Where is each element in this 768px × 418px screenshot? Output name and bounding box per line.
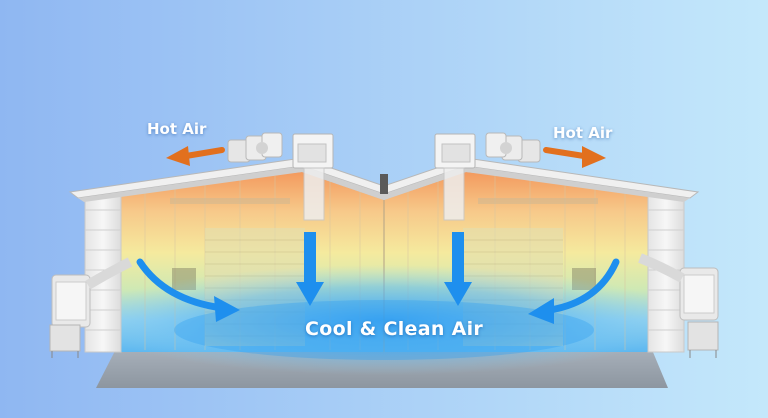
blue-down-arrow-icon bbox=[444, 232, 472, 306]
blue-curved-arrow-icon bbox=[136, 258, 240, 322]
right-wall-panels bbox=[648, 209, 684, 331]
blue-down-arrow-icon bbox=[296, 232, 324, 306]
left-wall-panels bbox=[85, 209, 121, 331]
hot-air-label-left: Hot Air bbox=[147, 120, 207, 138]
hot-air-label-right: Hot Air bbox=[553, 124, 613, 142]
roof-valley-gutter bbox=[380, 174, 388, 194]
roof-underside bbox=[78, 166, 690, 202]
cool-clean-air-label: Cool & Clean Air bbox=[305, 318, 484, 340]
evaporative-cooler-icon bbox=[49, 257, 133, 358]
exhaust-fan-icon bbox=[485, 132, 541, 163]
cool-air-glow bbox=[84, 265, 684, 375]
evaporative-cooler-icon bbox=[292, 133, 334, 221]
orange-arrow-icon bbox=[166, 146, 225, 166]
evaporative-cooler-icon bbox=[638, 253, 719, 358]
orange-arrow-icon bbox=[543, 146, 606, 168]
exhaust-fan-icon bbox=[227, 132, 283, 163]
interior-windows bbox=[170, 198, 598, 204]
evaporative-cooler-icon bbox=[434, 133, 476, 221]
blue-curved-arrow-icon bbox=[528, 258, 620, 324]
cool-air-glow-core bbox=[174, 300, 594, 360]
